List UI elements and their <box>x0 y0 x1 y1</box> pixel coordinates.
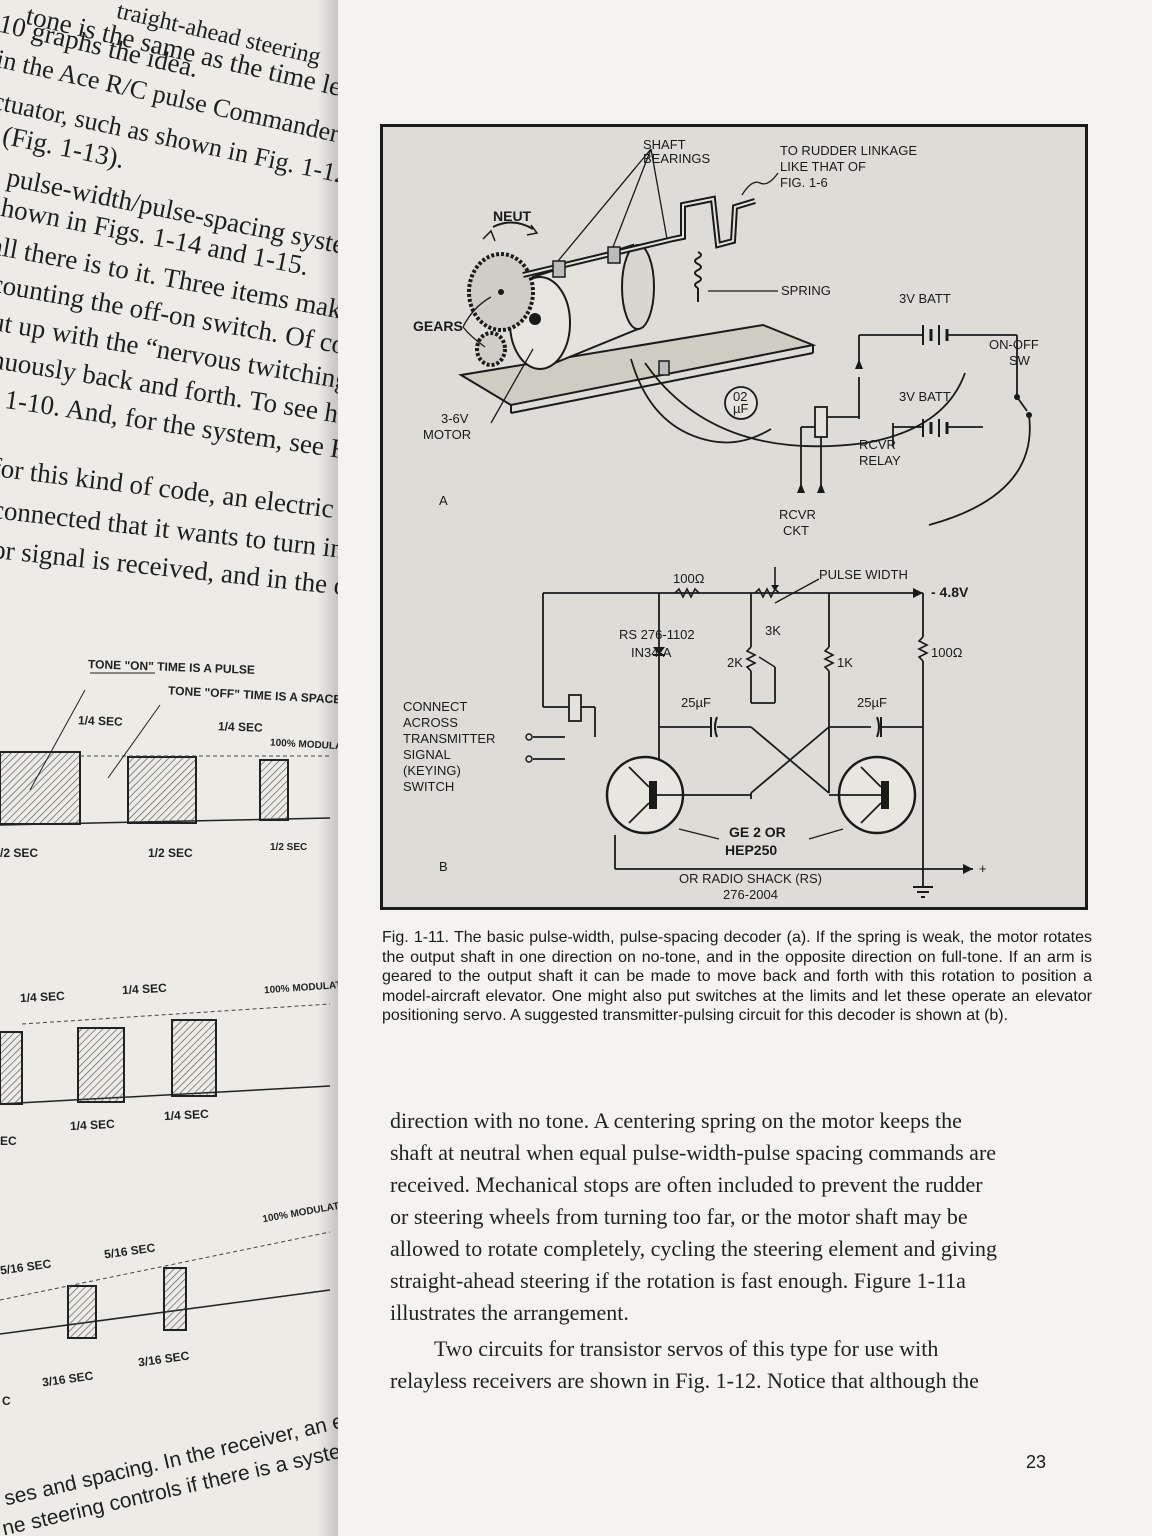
chart-label: 1/2 SEC <box>270 842 308 853</box>
label-pulse-width: PULSE WIDTH <box>819 567 908 582</box>
label-transistor: HEP250 <box>725 842 777 858</box>
label-rudder-linkage: TO RUDDER LINKAGE <box>780 143 917 158</box>
right-page: SHAFT BEARINGS TO RUDDER LINKAGE LIKE TH… <box>338 0 1152 1536</box>
label-battery-bottom: 3V BATT <box>899 389 951 404</box>
label-resistor-100: 100Ω <box>673 571 705 586</box>
label-resistor-1k: 1K <box>837 655 853 670</box>
label-connect: CONNECT <box>403 699 467 714</box>
label-spring: SPRING <box>781 283 831 298</box>
timing-chart-3 <box>0 1231 331 1339</box>
label-connect: SWITCH <box>403 779 454 794</box>
label-connect: (KEYING) <box>403 763 461 778</box>
label-capacitor-left: 25µF <box>681 695 711 710</box>
chart-label: 1/4 SEC <box>121 980 168 998</box>
body-text-line: straight-ahead steering if the rotation … <box>390 1268 966 1293</box>
body-text-line: direction with no tone. A centering spri… <box>390 1108 962 1133</box>
body-text-line: or steering wheels from turning too far,… <box>390 1204 968 1229</box>
chart-label: 1/4 SEC <box>77 713 123 729</box>
label-rudder-linkage: FIG. 1-6 <box>780 175 828 190</box>
label-voltage: - 4.8V <box>931 584 969 600</box>
label-capacitor-right: 25µF <box>857 695 887 710</box>
label-radio-shack: OR RADIO SHACK (RS) <box>679 871 822 886</box>
label-pot-3k: 3K <box>765 623 781 638</box>
left-page: traight-ahead steering tone is the same … <box>0 0 338 1536</box>
chart-label: 1/4 SEC <box>163 1106 210 1124</box>
label-shaft-bearings: BEARINGS <box>643 151 711 166</box>
label-transistor: GE 2 OR <box>729 824 786 840</box>
label-rs-part: RS 276-1102 <box>619 627 695 642</box>
body-text-line: illustrates the arrangement. <box>390 1300 629 1325</box>
chart-label: 1/4 SEC <box>69 1116 116 1134</box>
label-plus: + <box>979 861 987 876</box>
label-connect: ACROSS <box>403 715 458 730</box>
label-on-off-switch: ON-OFF <box>989 337 1039 352</box>
label-relay: RELAY <box>859 453 901 468</box>
label-connect: SIGNAL <box>403 747 451 762</box>
label-relay: RCVR <box>859 437 896 452</box>
timing-chart-1 <box>0 672 331 826</box>
label-radio-shack: 276-2004 <box>723 887 778 902</box>
circuit-diagram: SHAFT BEARINGS TO RUDDER LINKAGE LIKE TH… <box>403 137 1039 902</box>
figure-caption: Fig. 1-11. The basic pulse-width, pulse-… <box>382 929 1092 1024</box>
panel-b-letter: B <box>439 859 448 874</box>
label-receiver-circuit: CKT <box>783 523 809 538</box>
label-motor: MOTOR <box>423 427 471 442</box>
panel-a-letter: A <box>439 493 448 508</box>
label-battery-top: 3V BATT <box>899 291 951 306</box>
label-motor: 3-6V <box>441 411 469 426</box>
label-on-off-switch: SW <box>1009 353 1031 368</box>
body-text-line: relayless receivers are shown in Fig. 1-… <box>390 1368 979 1393</box>
chart-label: C <box>2 1394 11 1408</box>
body-text-line: shaft at neutral when equal pulse-width-… <box>390 1140 997 1165</box>
label-diode: IN34-A <box>631 645 672 660</box>
timing-chart-2 <box>0 1003 331 1105</box>
chart-label: 1/4 SEC <box>19 988 66 1006</box>
page-number: 23 <box>1026 1452 1047 1472</box>
body-text-line: received. Mechanical stops are often inc… <box>390 1172 983 1197</box>
chart-label: EC <box>0 1134 17 1148</box>
body-text-line: Two circuits for transistor servos of th… <box>434 1336 939 1361</box>
label-receiver-circuit: RCVR <box>779 507 816 522</box>
label-gears: GEARS <box>413 318 463 334</box>
label-resistor-100-right: 100Ω <box>931 645 963 660</box>
chart-label: 1/2 SEC <box>148 846 193 860</box>
chart-label: /2 SEC <box>0 846 39 860</box>
label-resistor-2k: 2K <box>727 655 743 670</box>
body-text-line: allowed to rotate completely, cycling th… <box>390 1236 998 1261</box>
label-connect: TRANSMITTER <box>403 731 495 746</box>
label-capacitor-unit: µF <box>733 401 748 416</box>
chart-label: 1/4 SEC <box>217 719 263 735</box>
label-rudder-linkage: LIKE THAT OF <box>780 159 866 174</box>
label-capacitor: 02 <box>733 389 747 404</box>
label-shaft-bearings: SHAFT <box>643 137 686 152</box>
figure-1-11: SHAFT BEARINGS TO RUDDER LINKAGE LIKE TH… <box>380 124 1088 910</box>
timing-diagrams <box>0 672 331 1339</box>
label-neut: NEUT <box>493 208 532 224</box>
